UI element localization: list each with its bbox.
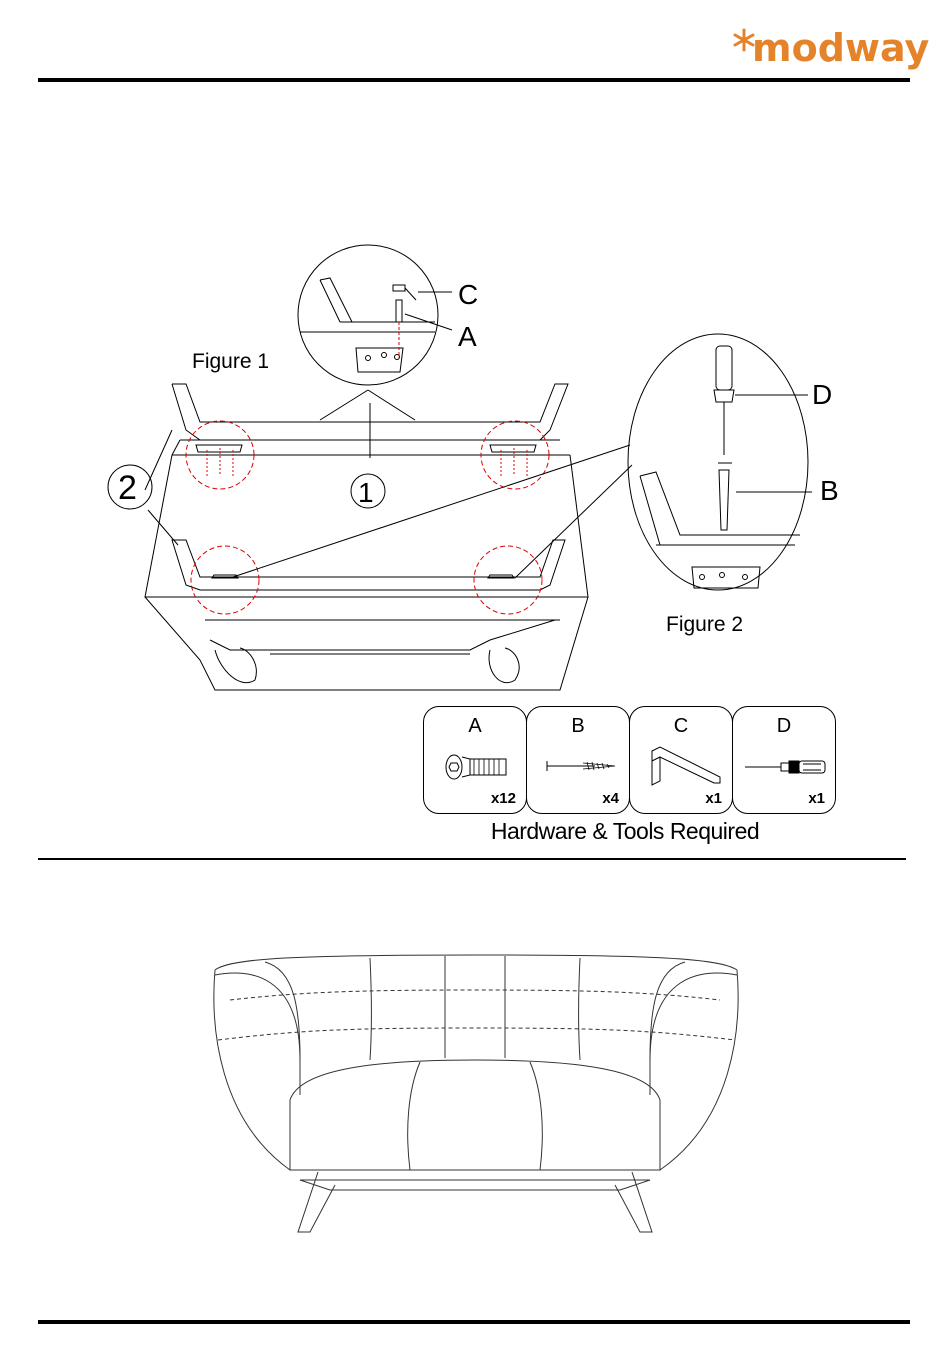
hardware-item-a: A x12	[423, 706, 527, 814]
armchair-illustration	[0, 930, 950, 1290]
screwdriver-icon	[741, 741, 827, 795]
callout-d: D	[812, 379, 832, 410]
callout-a: A	[458, 321, 477, 352]
step1-label: 1	[358, 477, 374, 508]
screw-icon	[535, 741, 621, 795]
hex-bolt-icon	[432, 741, 518, 795]
hardware-title: Hardware & Tools Required	[420, 818, 830, 845]
callout-b: B	[820, 475, 839, 506]
hardware-item-c: C x1	[629, 706, 733, 814]
hardware-letter: C	[630, 715, 732, 738]
hardware-letter: A	[424, 715, 526, 738]
figure1-detail	[300, 278, 452, 372]
middle-rule	[38, 858, 906, 860]
figure1-detail-circle	[298, 245, 438, 385]
bottom-rule	[38, 1320, 910, 1324]
hardware-item-d: D x1	[732, 706, 836, 814]
hardware-letter: D	[733, 715, 835, 738]
hardware-qty: x12	[491, 790, 516, 807]
assembly-diagram: C A Figure 1	[0, 0, 950, 700]
hardware-letter: B	[527, 715, 629, 738]
step2-label: 2	[118, 469, 137, 507]
figure2-detail-ellipse	[628, 334, 808, 590]
figure1-label: Figure 1	[192, 350, 269, 373]
hardware-qty: x1	[808, 790, 825, 807]
hardware-qty: x4	[602, 790, 619, 807]
allen-key-icon	[638, 741, 724, 795]
figure2-detail	[640, 346, 812, 588]
hardware-qty: x1	[705, 790, 722, 807]
sofa-base-drawing	[145, 384, 588, 690]
bolt-marks	[196, 445, 536, 578]
figure2-label: Figure 2	[666, 613, 743, 636]
hardware-item-b: B x4	[526, 706, 630, 814]
callout-c: C	[458, 279, 478, 310]
